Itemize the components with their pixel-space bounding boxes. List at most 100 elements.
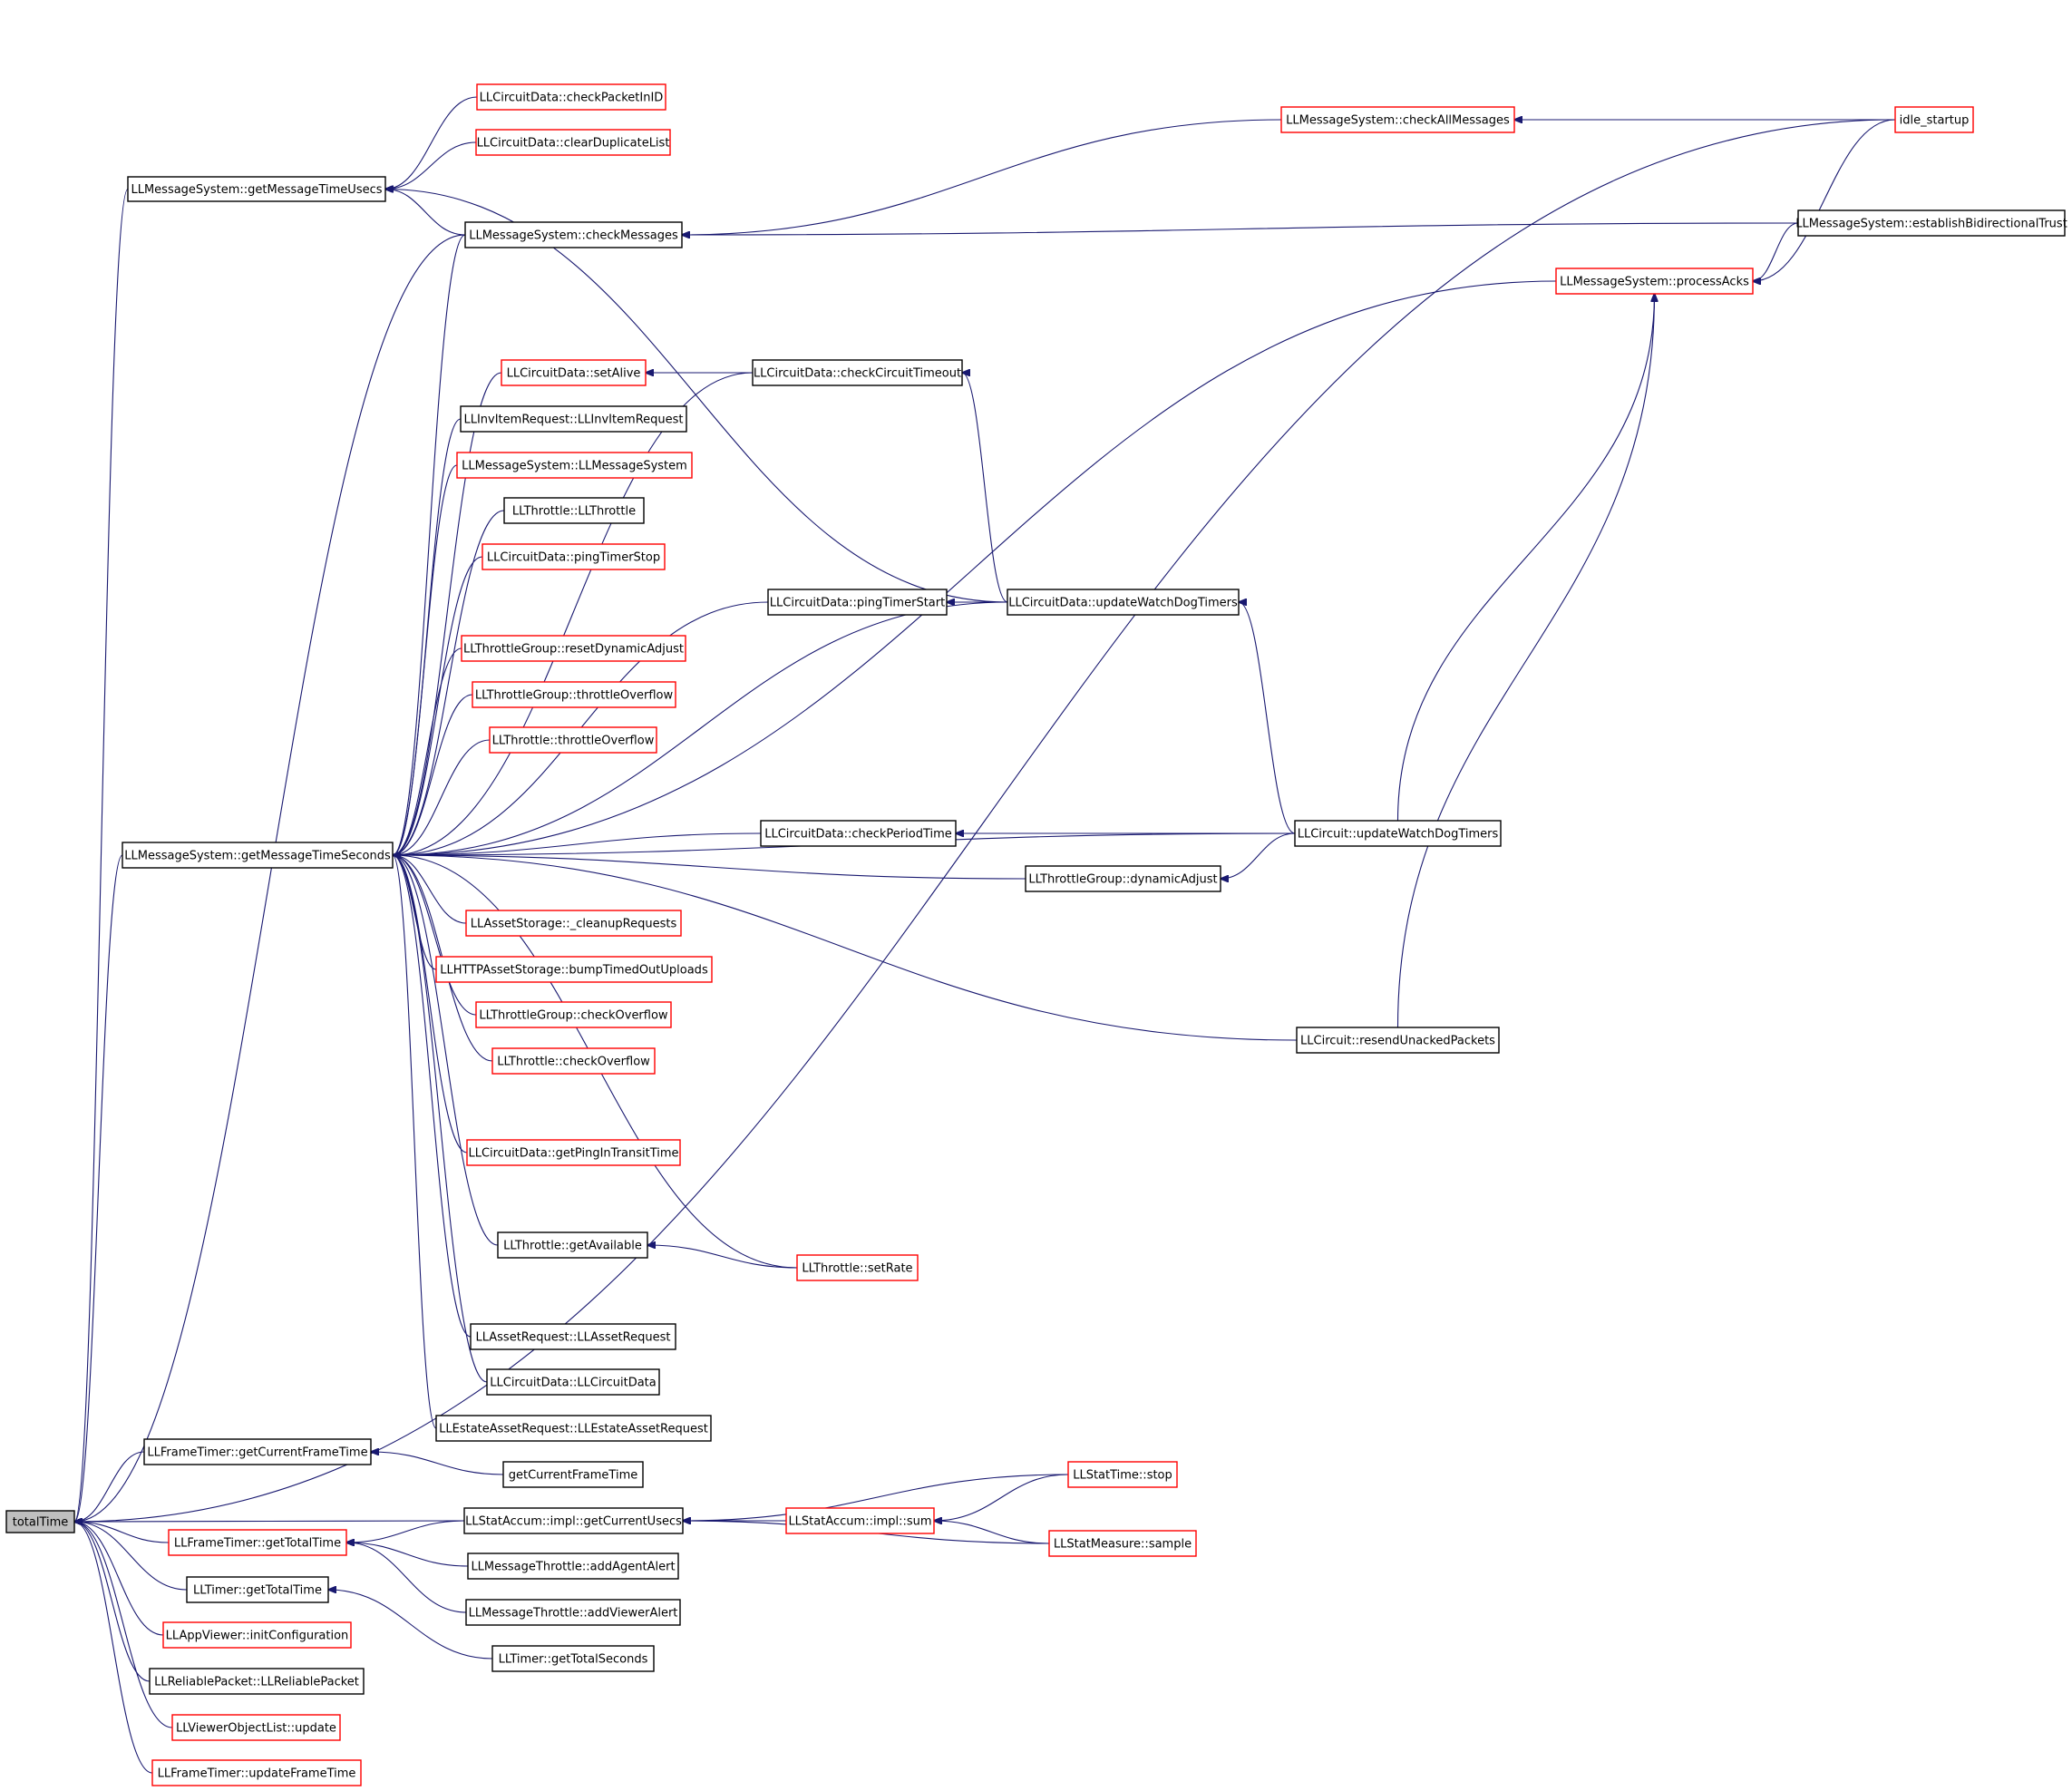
node-box[interactable] xyxy=(465,1599,681,1626)
graph-node-statTimeStop[interactable]: LLStatTime::stop xyxy=(1067,1461,1178,1488)
node-box[interactable] xyxy=(127,176,386,202)
graph-node-processAcks[interactable]: LLMessageSystem::processAcks xyxy=(1555,268,1754,295)
node-box[interactable] xyxy=(149,1668,365,1695)
node-box[interactable] xyxy=(491,1645,655,1672)
graph-node-ftGetTotalTime[interactable]: LLFrameTimer::getTotalTime xyxy=(168,1529,347,1556)
node-box[interactable] xyxy=(486,1368,660,1396)
graph-node-checkAllMessages[interactable]: LLMessageSystem::checkAllMessages xyxy=(1280,106,1515,133)
graph-node-setAlive[interactable]: LLCircuitData::setAlive xyxy=(501,359,647,386)
graph-node-pingTimerStop[interactable]: LLCircuitData::pingTimerStop xyxy=(482,543,666,570)
graph-node-bumpTimedOut[interactable]: LLHTTPAssetStorage::bumpTimedOutUploads xyxy=(435,956,713,983)
node-box[interactable] xyxy=(461,635,686,662)
node-box[interactable] xyxy=(5,1510,75,1533)
node-box[interactable] xyxy=(796,1254,919,1281)
node-box[interactable] xyxy=(467,1553,679,1580)
graph-node-tgCheckOverflow[interactable]: LLThrottleGroup::checkOverflow xyxy=(475,1001,672,1028)
graph-node-initConfiguration[interactable]: LLAppViewer::initConfiguration xyxy=(162,1621,352,1649)
node-box[interactable] xyxy=(1048,1530,1197,1557)
node-box[interactable] xyxy=(752,359,963,386)
node-box[interactable] xyxy=(470,1323,676,1350)
graph-node-timerGetTotalTime[interactable]: LLTimer::getTotalTime xyxy=(186,1576,329,1603)
node-box[interactable] xyxy=(162,1621,352,1649)
graph-node-statSum[interactable]: LLStatAccum::impl::sum xyxy=(785,1507,935,1534)
graph-node-totalTime[interactable]: totalTime xyxy=(5,1510,75,1533)
node-box[interactable] xyxy=(501,359,647,386)
node-box[interactable] xyxy=(122,842,394,869)
node-box[interactable] xyxy=(151,1759,362,1786)
node-box[interactable] xyxy=(1894,106,1974,133)
graph-node-invItemRequest[interactable]: LLInvItemRequest::LLInvItemRequest xyxy=(460,405,687,433)
node-box[interactable] xyxy=(464,221,683,248)
node-box[interactable] xyxy=(491,1047,656,1075)
graph-node-pingTimerStart[interactable]: LLCircuitData::pingTimerStart xyxy=(767,589,948,616)
graph-node-cdUpdateWatchDog[interactable]: LLCircuitData::updateWatchDogTimers xyxy=(1007,589,1240,616)
node-box[interactable] xyxy=(1797,209,2066,237)
graph-node-getPingInTransit[interactable]: LLCircuitData::getPingInTransitTime xyxy=(466,1139,681,1166)
node-box[interactable] xyxy=(456,452,693,479)
node-box[interactable] xyxy=(502,1461,644,1488)
node-box[interactable] xyxy=(760,820,957,847)
node-box[interactable] xyxy=(186,1576,329,1603)
graph-node-getCurrentFrameTime[interactable]: getCurrentFrameTime xyxy=(502,1461,644,1488)
graph-node-getMsgTimeSeconds[interactable]: LLMessageSystem::getMessageTimeSeconds xyxy=(122,842,394,869)
graph-node-reliablePacketCtor[interactable]: LLReliablePacket::LLReliablePacket xyxy=(149,1668,365,1695)
node-box[interactable] xyxy=(1067,1461,1178,1488)
node-box[interactable] xyxy=(465,910,682,937)
graph-node-addAgentAlert[interactable]: LLMessageThrottle::addAgentAlert xyxy=(467,1553,679,1580)
graph-node-getCurrentUsecs[interactable]: LLStatAccum::impl::getCurrentUsecs xyxy=(463,1507,684,1534)
graph-node-throttleCtor[interactable]: LLThrottle::LLThrottle xyxy=(503,497,645,524)
graph-node-addViewerAlert[interactable]: LLMessageThrottle::addViewerAlert xyxy=(465,1599,681,1626)
node-box[interactable] xyxy=(475,1001,672,1028)
node-box[interactable] xyxy=(435,956,713,983)
node-box[interactable] xyxy=(1007,589,1240,616)
node-box[interactable] xyxy=(785,1507,935,1534)
node-box[interactable] xyxy=(1555,268,1754,295)
graph-node-dynamicAdjust[interactable]: LLThrottleGroup::dynamicAdjust xyxy=(1025,865,1221,892)
node-box[interactable] xyxy=(1296,1027,1500,1054)
graph-node-tgThrottleOverflow[interactable]: LLThrottleGroup::throttleOverflow xyxy=(472,681,676,708)
graph-node-assetRequestCtor[interactable]: LLAssetRequest::LLAssetRequest xyxy=(470,1323,676,1350)
graph-node-setRate[interactable]: LLThrottle::setRate xyxy=(796,1254,919,1281)
graph-node-msgSystemCtor[interactable]: LLMessageSystem::LLMessageSystem xyxy=(456,452,693,479)
node-box[interactable] xyxy=(476,83,666,111)
node-box[interactable] xyxy=(767,589,948,616)
graph-node-checkCircuitTimeout[interactable]: LLCircuitData::checkCircuitTimeout xyxy=(752,359,963,386)
graph-node-tCheckOverflow[interactable]: LLThrottle::checkOverflow xyxy=(491,1047,656,1075)
graph-node-estateAssetCtor[interactable]: LLEstateAssetRequest::LLEstateAssetReque… xyxy=(435,1415,712,1442)
graph-node-getAvailable[interactable]: LLThrottle::getAvailable xyxy=(497,1231,648,1259)
node-box[interactable] xyxy=(475,129,671,156)
node-box[interactable] xyxy=(143,1438,372,1465)
node-box[interactable] xyxy=(463,1507,684,1534)
graph-node-cleanupRequests[interactable]: LLAssetStorage::_cleanupRequests xyxy=(465,910,682,937)
graph-node-tThrottleOverflow[interactable]: LLThrottle::throttleOverflow xyxy=(489,726,657,754)
node-box[interactable] xyxy=(482,543,666,570)
graph-node-checkPacketInID[interactable]: LLCircuitData::checkPacketInID xyxy=(476,83,666,111)
graph-node-circuitDataCtor[interactable]: LLCircuitData::LLCircuitData xyxy=(486,1368,660,1396)
graph-node-clearDuplicateList[interactable]: LLCircuitData::clearDuplicateList xyxy=(475,129,671,156)
node-box[interactable] xyxy=(171,1714,341,1741)
graph-node-updateFrameTime[interactable]: LLFrameTimer::updateFrameTime xyxy=(151,1759,362,1786)
graph-node-ftGetCurrentFrameTime[interactable]: LLFrameTimer::getCurrentFrameTime xyxy=(143,1438,372,1465)
graph-node-cUpdateWatchDog[interactable]: LLCircuit::updateWatchDogTimers xyxy=(1294,820,1502,847)
node-box[interactable] xyxy=(466,1139,681,1166)
node-box[interactable] xyxy=(1025,865,1221,892)
graph-node-resetDynamicAdjust[interactable]: LLThrottleGroup::resetDynamicAdjust xyxy=(461,635,686,662)
node-box[interactable] xyxy=(503,497,645,524)
graph-node-statSample[interactable]: LLStatMeasure::sample xyxy=(1048,1530,1197,1557)
node-box[interactable] xyxy=(497,1231,648,1259)
graph-node-viewerObjectListUpdate[interactable]: LLViewerObjectList::update xyxy=(171,1714,341,1741)
graph-node-timerGetTotalSeconds[interactable]: LLTimer::getTotalSeconds xyxy=(491,1645,655,1672)
graph-node-getMsgTimeUsecs[interactable]: LLMessageSystem::getMessageTimeUsecs xyxy=(127,176,386,202)
node-box[interactable] xyxy=(1280,106,1515,133)
node-box[interactable] xyxy=(168,1529,347,1556)
node-box[interactable] xyxy=(435,1415,712,1442)
node-box[interactable] xyxy=(1294,820,1502,847)
node-box[interactable] xyxy=(489,726,657,754)
node-box[interactable] xyxy=(460,405,687,433)
graph-node-idle_startup[interactable]: idle_startup xyxy=(1894,106,1974,133)
graph-node-resendUnacked[interactable]: LLCircuit::resendUnackedPackets xyxy=(1296,1027,1500,1054)
graph-node-checkPeriodTime[interactable]: LLCircuitData::checkPeriodTime xyxy=(760,820,957,847)
node-box[interactable] xyxy=(472,681,676,708)
graph-node-establishTrust[interactable]: LLMessageSystem::establishBidirectionalT… xyxy=(1795,209,2067,237)
graph-node-checkMessages[interactable]: LLMessageSystem::checkMessages xyxy=(464,221,683,248)
